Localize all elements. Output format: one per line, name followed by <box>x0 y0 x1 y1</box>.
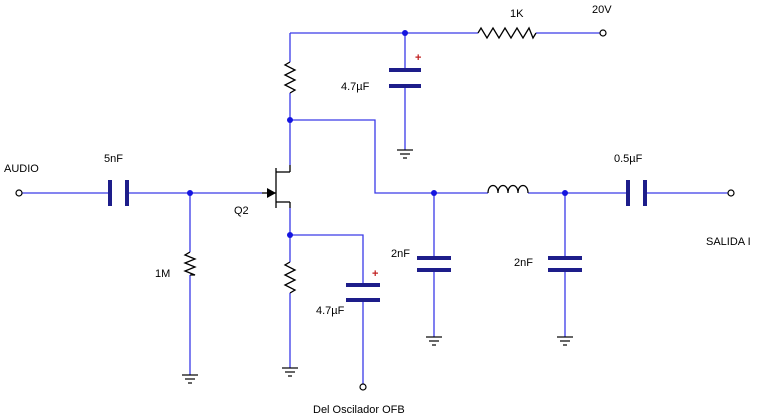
resistors <box>183 26 537 294</box>
label-4-7uf-drain: 4.7µF <box>341 81 370 93</box>
terminal-output <box>727 189 735 197</box>
ground-2nf-1 <box>426 336 442 346</box>
jfet-transistor <box>262 165 291 208</box>
polarity-mark-source-cap: + <box>372 268 378 280</box>
label-oscillator: Del Oscilador OFB <box>313 404 405 416</box>
polarity-mark-drain-cap: + <box>415 52 421 64</box>
ground-source <box>282 367 298 377</box>
wires <box>22 32 728 384</box>
ground-symbols <box>182 149 573 384</box>
label-q2: Q2 <box>234 205 249 217</box>
label-5nf: 5nF <box>104 153 123 165</box>
label-1k: 1K <box>510 8 524 20</box>
ground-drain-cap <box>397 149 413 159</box>
gate-arrow <box>267 188 276 198</box>
label-audio: AUDIO <box>4 163 39 175</box>
resistor-drain <box>283 61 297 94</box>
ground-1m <box>182 374 198 384</box>
inductor <box>487 184 529 194</box>
label-2nf-1: 2nF <box>391 248 410 260</box>
resistor-source <box>283 261 297 294</box>
label-0-5uf: 0.5µF <box>614 153 643 165</box>
resistor-1k <box>477 26 537 40</box>
terminal-audio <box>15 189 23 197</box>
label-4-7uf-source: 4.7µF <box>316 305 345 317</box>
junction-nodes <box>187 30 568 238</box>
terminal-20v <box>599 29 607 37</box>
terminals <box>15 29 735 391</box>
capacitors <box>108 68 647 302</box>
label-20v: 20V <box>592 4 612 16</box>
ground-2nf-2 <box>557 336 573 346</box>
terminal-osc <box>359 383 367 391</box>
label-2nf-2: 2nF <box>514 257 533 269</box>
label-output: SALIDA I <box>706 236 751 248</box>
labels: AUDIO 5nF 1M Q2 1K 20V 4.7µF 4.7µF 2nF 2… <box>4 4 751 416</box>
label-1m: 1M <box>155 268 170 280</box>
resistor-1m <box>183 251 197 276</box>
